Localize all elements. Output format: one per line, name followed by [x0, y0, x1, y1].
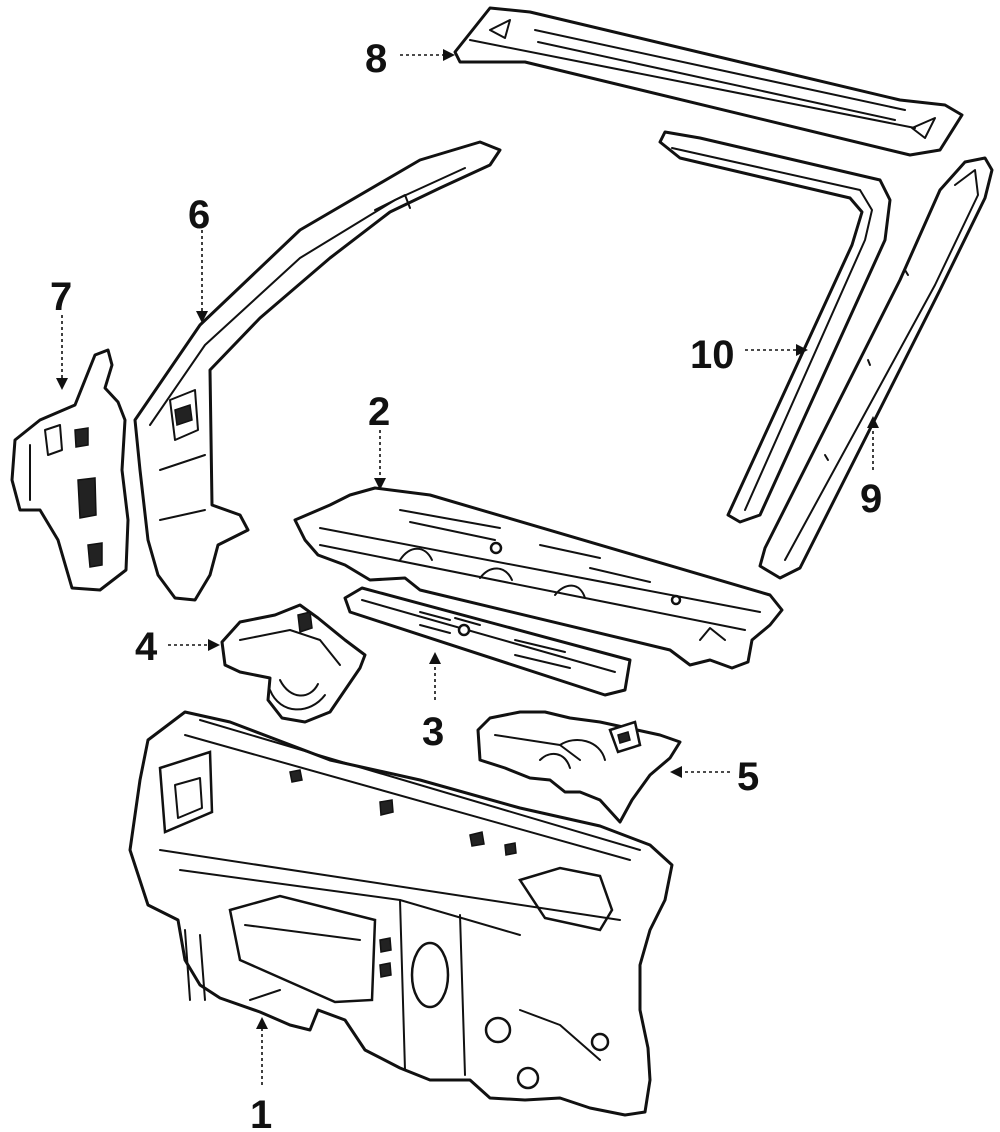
callout-1: 1: [250, 1093, 272, 1132]
callout-8: 8: [365, 37, 387, 81]
part-6-windshield-pillar: [133, 140, 502, 602]
part-2-cowl-panel: [293, 486, 784, 670]
callout-10: 10: [690, 333, 735, 377]
callout-4: 4: [135, 625, 158, 669]
callout-leaders: [56, 49, 879, 1085]
part-10-windshield-molding: [658, 130, 892, 524]
part-1-dash-panel: [128, 710, 674, 1117]
part-8-roof-header: [453, 6, 964, 157]
part-4-left-bracket: [220, 603, 367, 724]
callout-9: 9: [860, 477, 882, 521]
part-3-cowl-reinforcement: [343, 586, 632, 697]
callout-3: 3: [422, 710, 444, 754]
callout-6: 6: [188, 193, 210, 237]
part-7-hinge-pillar: [10, 348, 130, 592]
callout-2: 2: [368, 390, 390, 434]
part-5-right-bracket: [476, 710, 682, 824]
callout-5: 5: [737, 755, 759, 799]
part-9-pillar-molding: [758, 156, 994, 580]
callout-7: 7: [50, 275, 72, 319]
